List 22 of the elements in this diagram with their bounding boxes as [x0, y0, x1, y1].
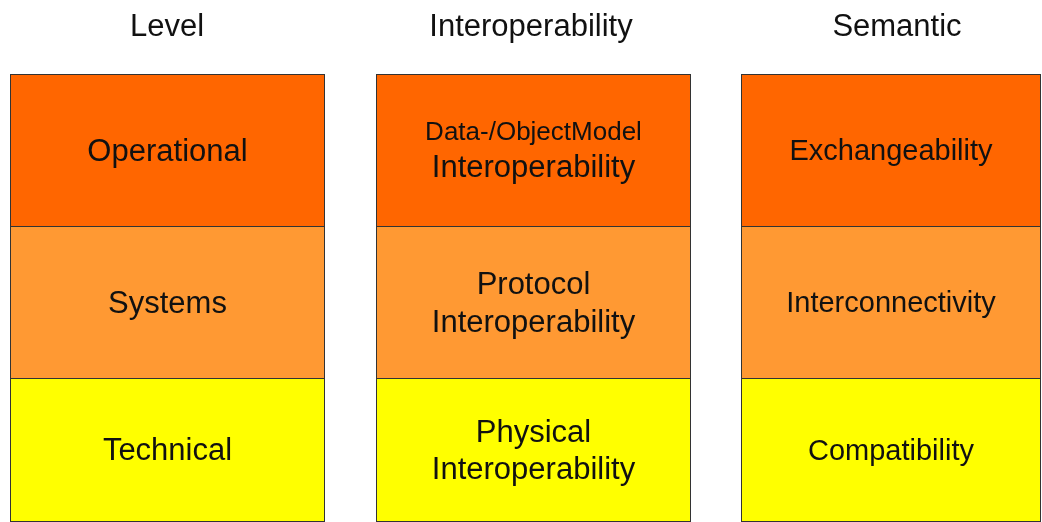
column-heading: Semantic [832, 8, 962, 44]
level-box [10, 226, 325, 379]
level-box [376, 226, 691, 379]
level-box [10, 378, 325, 522]
box-label: Operational [87, 131, 248, 170]
box-label: Systems [108, 283, 227, 322]
box-label: Interoperability [431, 147, 636, 185]
level-box [741, 74, 1041, 227]
box-label: Physical Interoperability [430, 412, 637, 488]
box-label: Technical [102, 431, 233, 469]
box-label: Compatibility [808, 432, 974, 468]
level-box [10, 74, 325, 227]
box-label: Interconnectivity [786, 285, 996, 320]
level-box [376, 378, 691, 522]
level-box [741, 378, 1041, 522]
box-label: Exchangeability [789, 133, 993, 168]
box-label: Protocol Interoperability [430, 265, 637, 340]
level-box [376, 74, 691, 227]
column-heading: Level [129, 8, 205, 44]
level-box [741, 226, 1041, 379]
column-heading: Interoperability [429, 8, 633, 44]
box-label: Data-/ObjectModel [425, 116, 642, 148]
